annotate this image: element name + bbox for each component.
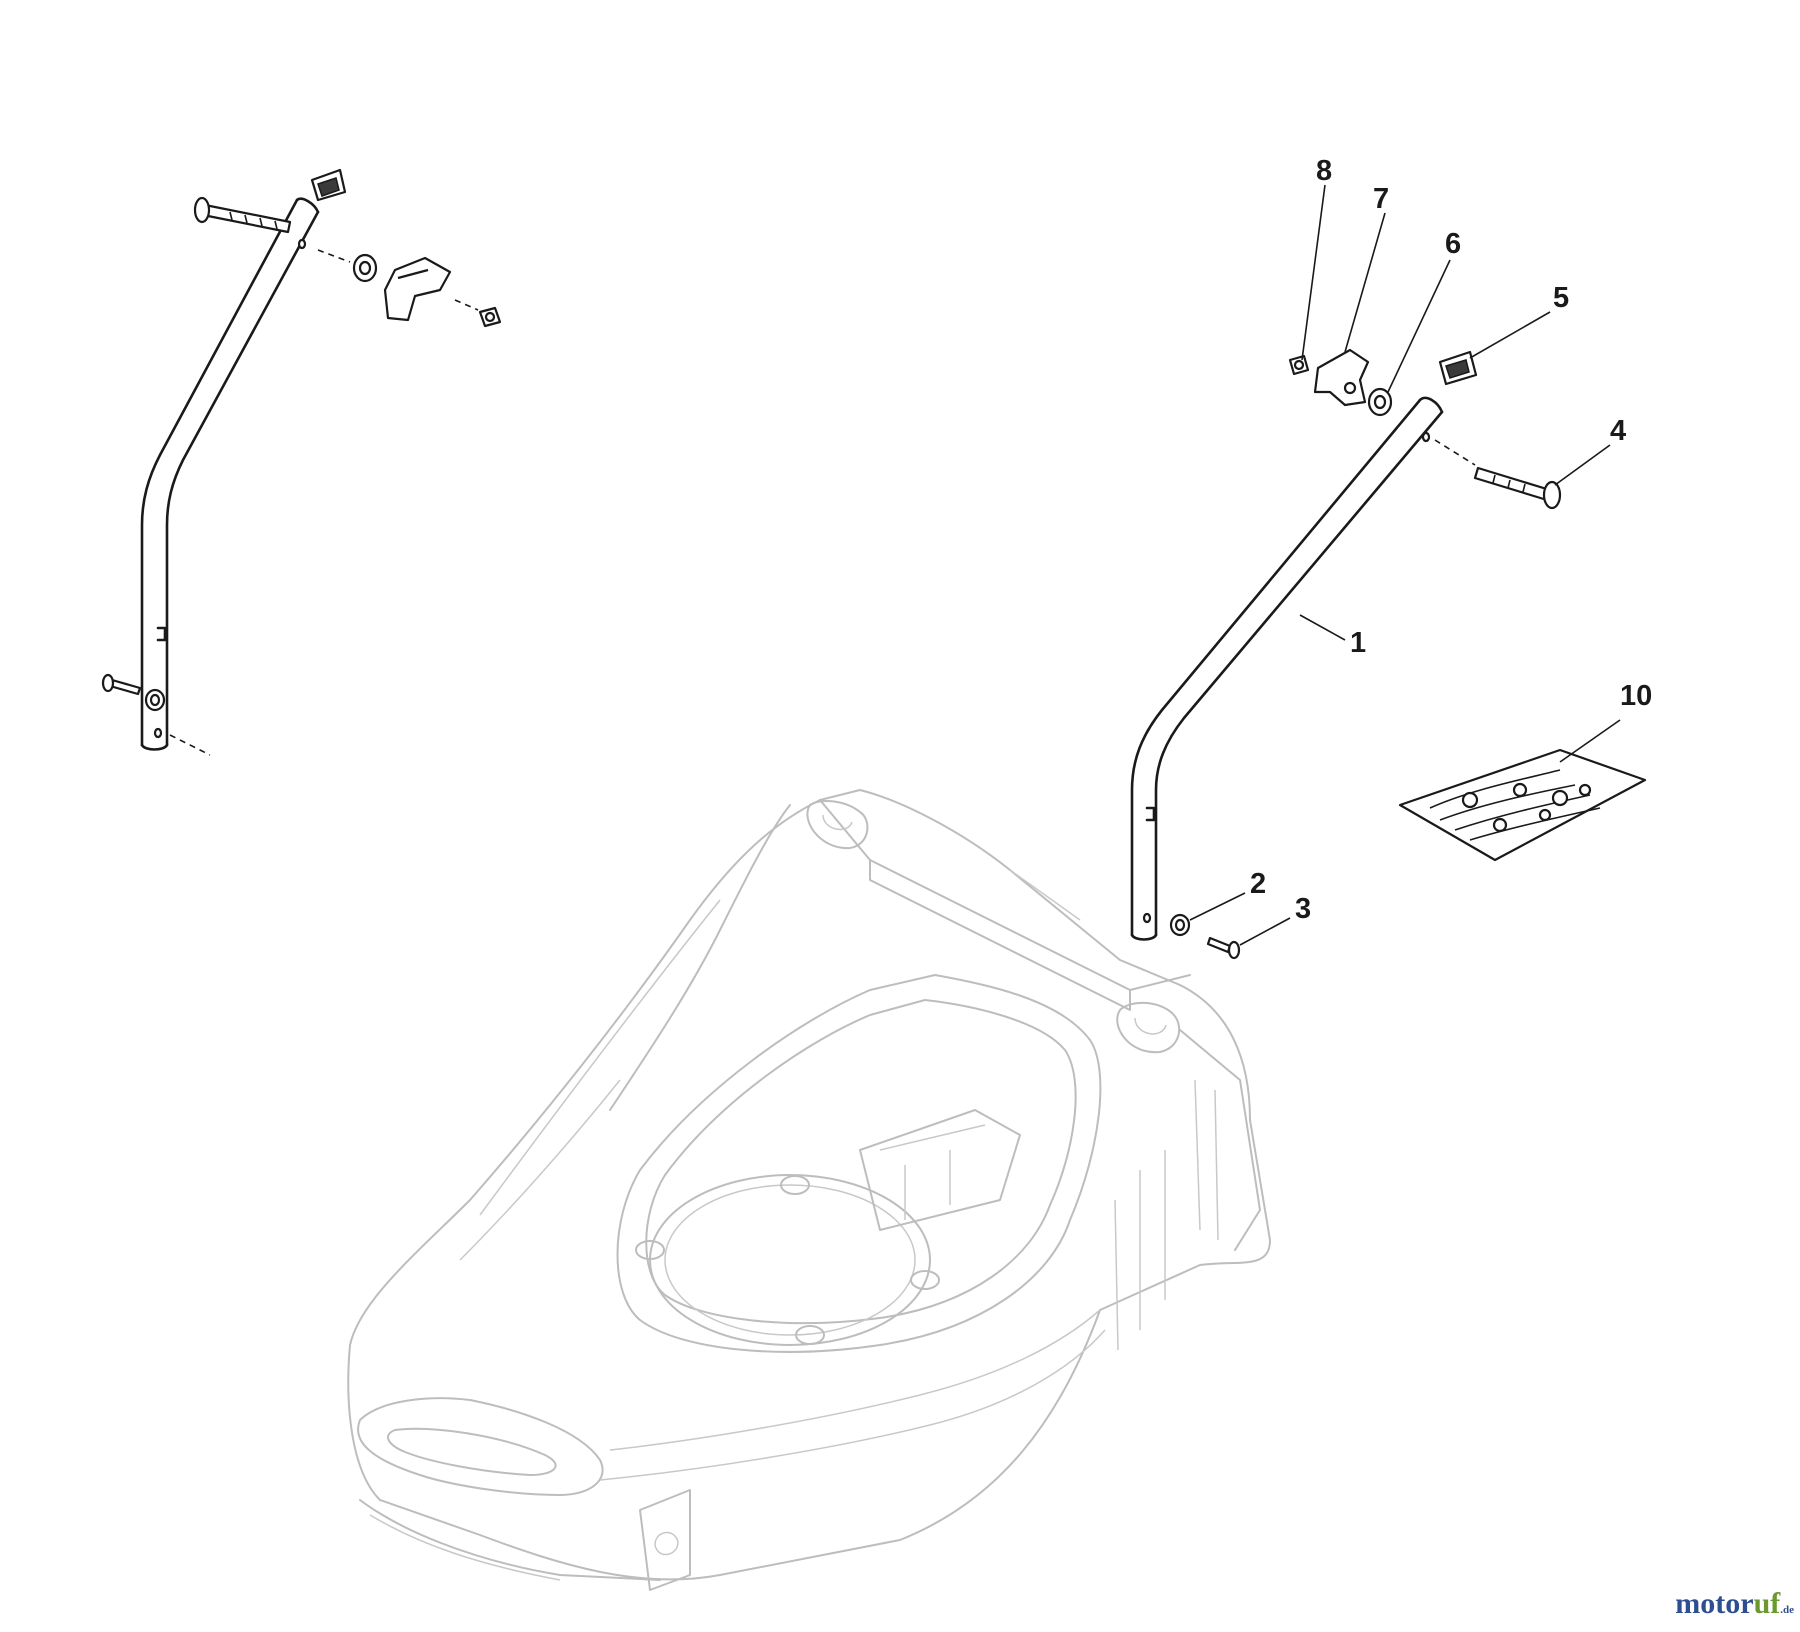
- callout-6: 6: [1445, 228, 1461, 260]
- left-handle-spacer: [310, 168, 347, 202]
- part-4-bolt: [1434, 439, 1562, 510]
- callout-3: 3: [1295, 893, 1311, 925]
- left-lower-washer: [144, 688, 211, 756]
- right-handle-tube: [1130, 396, 1444, 941]
- left-handle-bolt: [193, 196, 292, 234]
- callout-10: 10: [1620, 680, 1652, 712]
- mower-deck: [347, 789, 1271, 1591]
- leader-lines: [1189, 184, 1621, 946]
- watermark-logo: motoruf.de: [1675, 1589, 1794, 1619]
- left-lower-screw: [101, 673, 142, 696]
- watermark-part-a: motor: [1675, 1587, 1754, 1620]
- part-7-knob: [1313, 348, 1370, 407]
- watermark-part-b: uf: [1753, 1587, 1781, 1620]
- callout-8: 8: [1316, 155, 1332, 187]
- left-handle-knob: [383, 256, 479, 322]
- callout-2: 2: [1250, 868, 1266, 900]
- callout-5: 5: [1553, 282, 1569, 314]
- part-3-screw: [1206, 936, 1241, 960]
- left-handle-tube: [140, 197, 320, 751]
- callout-7: 7: [1373, 183, 1389, 215]
- callout-labels: 8 7 6 5 4 1 10 2 3: [1250, 155, 1652, 925]
- part-6-washer: [1367, 387, 1393, 417]
- callout-1: 1: [1350, 627, 1366, 659]
- left-handle-knob-nut: [478, 306, 502, 328]
- watermark-part-c: .de: [1780, 1604, 1794, 1616]
- callout-4: 4: [1610, 415, 1626, 447]
- part-2-washer: [1169, 913, 1191, 937]
- part-5-spacer: [1438, 350, 1478, 386]
- part-10-hardware-bag: [1398, 748, 1647, 862]
- left-handle-washer: [317, 249, 378, 283]
- part-8-nut: [1288, 354, 1310, 376]
